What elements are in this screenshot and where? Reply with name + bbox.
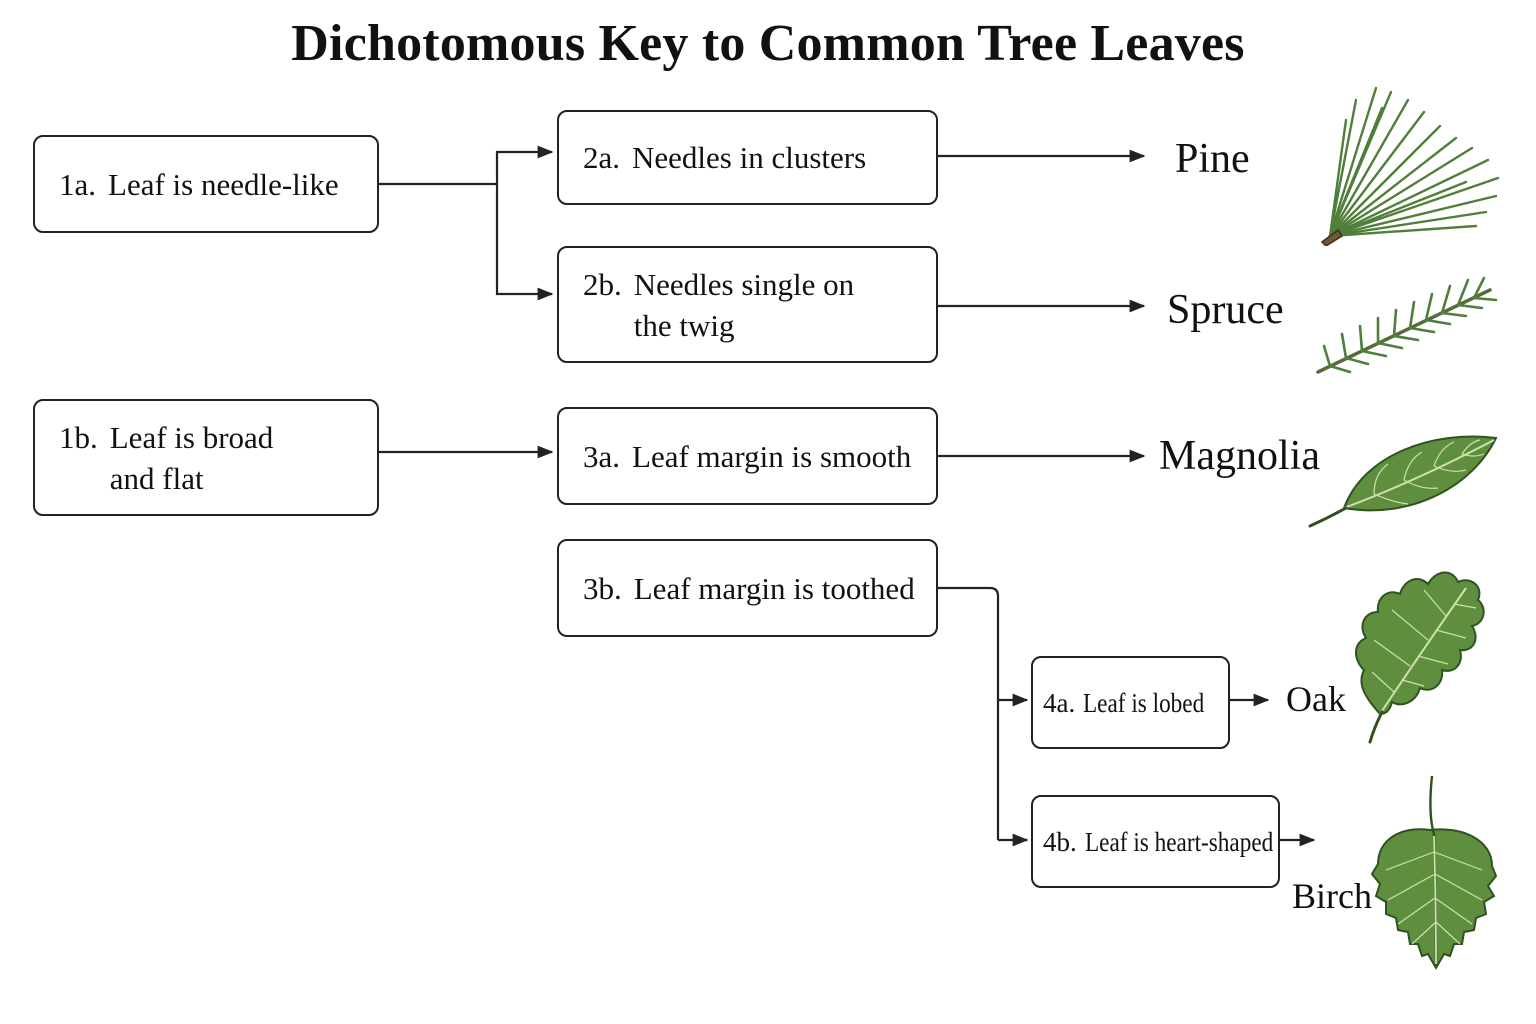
connector-1a-to-2b — [495, 184, 554, 301]
couplet-text: Leaf margin is smooth — [632, 438, 912, 474]
magnolia-leaf-icon — [1308, 435, 1498, 528]
couplet-number: 2b. — [583, 266, 622, 302]
couplet-text: Leaf is lobed — [1083, 687, 1205, 718]
tree-name-magnolia: Magnolia — [1159, 433, 1320, 479]
diagram-title: Dichotomous Key to Common Tree Leaves — [291, 15, 1245, 72]
couplet-3b: 3b. Leaf margin is toothed — [557, 539, 938, 637]
couplet-text-line-1: Needles single on — [633, 266, 855, 302]
couplet-2b: 2b. Needles single on the twig — [557, 246, 938, 363]
couplet-text: Leaf margin is toothed — [633, 570, 915, 606]
couplet-number: 4b. — [1043, 826, 1077, 857]
birch-leaf-icon — [1370, 775, 1498, 971]
couplet-3a: 3a. Leaf margin is smooth — [557, 407, 938, 505]
couplet-2a: 2a. Needles in clusters — [557, 110, 938, 205]
couplet-number: 1b. — [59, 419, 98, 455]
couplet-number: 1a. — [59, 166, 97, 202]
couplet-text-line-1: Leaf is broad — [109, 419, 274, 455]
couplet-number: 3b. — [583, 570, 622, 606]
couplet-1b: 1b. Leaf is broad and flat — [33, 399, 379, 516]
couplet-number: 2a. — [583, 140, 621, 175]
couplet-text: Leaf is needle-like — [108, 166, 339, 202]
couplet-text: Needles in clusters — [632, 140, 867, 175]
tree-name-birch: Birch — [1292, 876, 1372, 916]
couplet-4b: 4b. Leaf is heart-shaped — [1031, 795, 1280, 888]
pine-needle-cluster-icon — [1320, 86, 1500, 246]
connector-3b-split — [937, 586, 1000, 840]
connector-1a-to-2a — [495, 145, 554, 184]
couplet-text-line-2: and flat — [109, 460, 204, 496]
couplet-text-line-2: the twig — [633, 307, 735, 343]
oak-leaf-icon — [1355, 571, 1485, 744]
tree-name-spruce: Spruce — [1167, 287, 1284, 333]
couplet-1a: 1a. Leaf is needle-like — [33, 135, 379, 233]
couplet-number: 3a. — [583, 438, 621, 474]
couplet-4a: 4a. Leaf is lobed — [1031, 656, 1230, 749]
couplet-text: Leaf is heart-shaped — [1084, 826, 1273, 857]
couplet-number: 4a. — [1043, 687, 1076, 718]
tree-name-pine: Pine — [1175, 136, 1250, 182]
tree-name-oak: Oak — [1286, 679, 1346, 719]
spruce-twig-icon — [1316, 276, 1498, 374]
